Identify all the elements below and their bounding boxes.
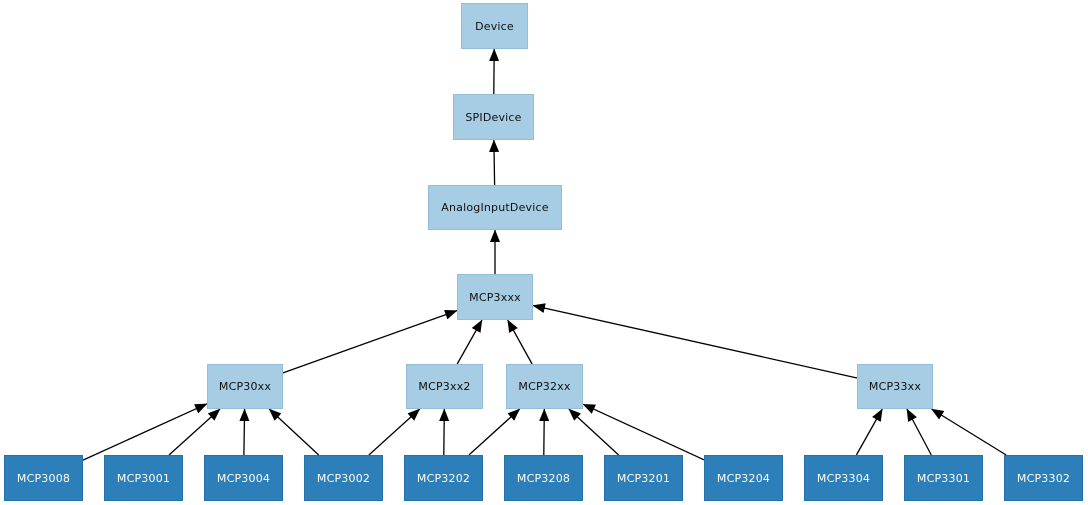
class-node-mcp3004[interactable]: MCP3004 (204, 455, 283, 501)
inheritance-edge-mcp3004-to-mcp30xx (239, 408, 250, 456)
inheritance-edge-mcp3002-to-mcp3xx2 (368, 408, 421, 456)
inheritance-edge-mcp3002-to-mcp30xx (268, 408, 320, 456)
class-node-mcp3202[interactable]: MCP3202 (404, 455, 483, 501)
inheritance-edge-analoginputdevice-to-spidevice (489, 139, 500, 186)
inheritance-edge-mcp3202-to-mcp32xx (468, 408, 521, 456)
class-node-mcp3304[interactable]: MCP3304 (804, 455, 883, 501)
class-node-mcp3204[interactable]: MCP3204 (704, 455, 783, 501)
inheritance-edge-mcp32xx-to-mcp3xxx (507, 319, 533, 365)
edge-group (82, 48, 1007, 461)
inheritance-edge-mcp3202-to-mcp3xx2 (439, 408, 450, 456)
inheritance-edge-mcp30xx-to-mcp3xxx (282, 309, 458, 374)
inheritance-edge-mcp3008-to-mcp30xx (82, 403, 208, 461)
class-node-device[interactable]: Device (461, 3, 528, 49)
inheritance-edge-mcp3304-to-mcp33xx (855, 408, 883, 456)
inheritance-edge-mcp3301-to-mcp33xx (906, 408, 932, 456)
class-node-mcp32xx[interactable]: MCP32xx (506, 364, 583, 409)
inheritance-edge-mcp3001-to-mcp30xx (168, 408, 221, 456)
inheritance-edge-mcp3208-to-mcp32xx (539, 408, 550, 456)
class-node-mcp3008[interactable]: MCP3008 (4, 455, 83, 501)
inheritance-edge-mcp33xx-to-mcp3xxx (532, 303, 858, 379)
class-node-mcp3002[interactable]: MCP3002 (304, 455, 383, 501)
inheritance-edge-mcp3201-to-mcp32xx (568, 408, 620, 456)
class-node-mcp3208[interactable]: MCP3208 (504, 455, 583, 501)
class-node-mcp3xxx[interactable]: MCP3xxx (457, 274, 533, 320)
class-node-mcp3201[interactable]: MCP3201 (604, 455, 683, 501)
class-node-mcp3xx2[interactable]: MCP3xx2 (406, 364, 483, 409)
class-node-spidevice[interactable]: SPIDevice (453, 94, 534, 140)
inheritance-edge-mcp3204-to-mcp32xx (582, 403, 705, 461)
class-node-mcp33xx[interactable]: MCP33xx (857, 364, 933, 409)
inheritance-edge-mcp3302-to-mcp33xx (931, 408, 1007, 456)
class-node-mcp3302[interactable]: MCP3302 (1004, 455, 1083, 501)
class-node-mcp3301[interactable]: MCP3301 (904, 455, 983, 501)
class-node-analoginputdevice[interactable]: AnalogInputDevice (428, 185, 562, 230)
class-node-mcp30xx[interactable]: MCP30xx (207, 364, 283, 409)
inheritance-edge-mcp3xx2-to-mcp3xxx (456, 319, 483, 365)
class-node-mcp3001[interactable]: MCP3001 (104, 455, 183, 501)
